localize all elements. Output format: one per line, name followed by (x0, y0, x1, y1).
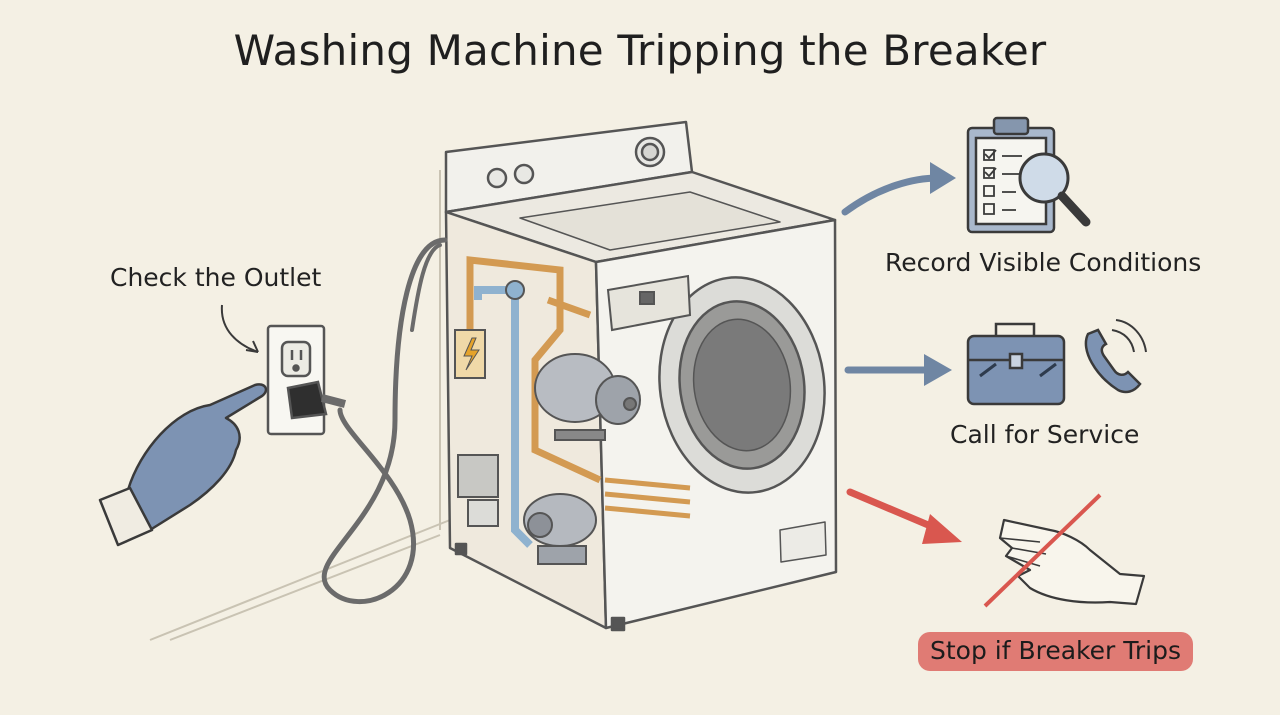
arrow-to-service (844, 354, 952, 386)
lightning-icon (463, 337, 480, 371)
record-conditions-label: Record Visible Conditions (885, 248, 1202, 277)
page-title: Washing Machine Tripping the Breaker (233, 26, 1047, 75)
internal-components (454, 256, 692, 565)
arrow-to-stop (846, 488, 962, 544)
phone-icon (1084, 319, 1147, 394)
outlet-hint-arrow (220, 304, 259, 353)
check-outlet-label: Check the Outlet (110, 263, 322, 292)
toolbox-icon (966, 322, 1066, 406)
gloved-hand (98, 383, 268, 547)
wall-floor-lines (149, 170, 451, 641)
wall-outlet (266, 324, 347, 436)
magnifier-icon (1018, 152, 1091, 227)
stop-hand-icon (983, 493, 1146, 608)
power-cord (321, 237, 448, 604)
arrow-to-record (841, 162, 956, 216)
washing-machine (444, 120, 838, 632)
stop-breaker-badge: Stop if Breaker Trips (918, 632, 1193, 671)
call-service-label: Call for Service (950, 420, 1140, 449)
